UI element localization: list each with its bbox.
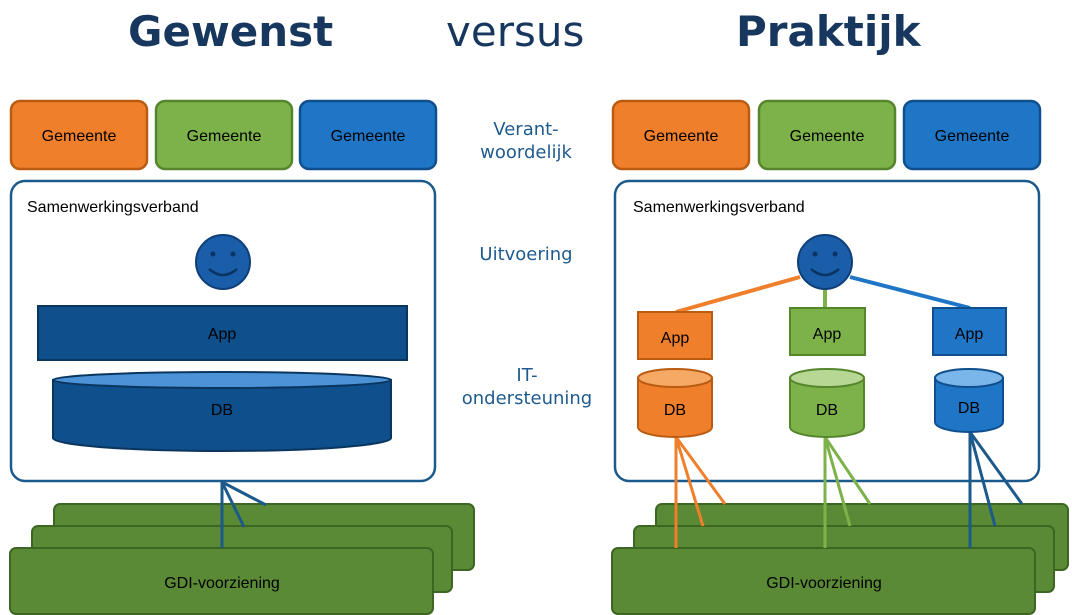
right-gemeente-blue[interactable] bbox=[902, 99, 1042, 171]
right-db-orange[interactable]: DB bbox=[637, 368, 713, 438]
left-smiley-user-icon bbox=[195, 234, 251, 290]
left-gemeente-blue[interactable] bbox=[298, 99, 438, 171]
right-db-orange-label: DB bbox=[664, 402, 686, 419]
left-gemeente-orange-label: Gemeente bbox=[42, 128, 117, 145]
label-verantwoordelijk: Verant- woordelijk bbox=[456, 118, 596, 164]
right-user-app-connectors bbox=[675, 275, 971, 314]
right-db-blue-label: DB bbox=[958, 400, 980, 417]
left-gdi-label: GDI-voorziening bbox=[164, 575, 280, 592]
right-app-orange-label: App bbox=[661, 330, 690, 347]
left-app-label: App bbox=[208, 326, 237, 343]
left-municipalities: Gemeente Gemeente Gemeente bbox=[9, 99, 438, 171]
label-it-ondersteuning: IT- ondersteuning bbox=[452, 364, 602, 410]
left-samenwerkingsverband-label: Samenwerkingsverband bbox=[27, 199, 199, 216]
right-gemeente-orange[interactable] bbox=[611, 99, 751, 171]
right-app-blue-label: App bbox=[955, 326, 984, 343]
blue-db-gdi-lines bbox=[968, 431, 1024, 548]
left-db-cylinder[interactable]: DB bbox=[52, 371, 392, 452]
green-db-gdi-lines bbox=[823, 436, 872, 548]
right-samenwerkingsverband-label: Samenwerkingsverband bbox=[633, 199, 805, 216]
left-gemeente-orange[interactable] bbox=[9, 99, 149, 171]
right-gemeente-green[interactable] bbox=[757, 99, 897, 171]
left-gdi-connectors bbox=[220, 480, 267, 548]
left-gemeente-green[interactable] bbox=[154, 99, 294, 171]
right-db-green[interactable]: DB bbox=[789, 368, 865, 438]
connector-user-app-orange bbox=[675, 275, 801, 314]
right-gemeente-blue-label: Gemeente bbox=[935, 128, 1010, 145]
right-app-orange[interactable] bbox=[637, 311, 713, 360]
title-versus: versus bbox=[446, 7, 585, 56]
label-verantwoordelijk-line1: Verant- bbox=[493, 119, 559, 140]
right-gdi-stack: GDI-voorziening bbox=[611, 503, 1069, 615]
right-gemeente-green-label: Gemeente bbox=[790, 128, 865, 145]
label-it-line1: IT- bbox=[516, 365, 538, 386]
label-uitvoering: Uitvoering bbox=[479, 244, 573, 265]
right-smiley-user-icon bbox=[797, 234, 853, 290]
connector-user-app-blue bbox=[849, 275, 971, 310]
left-gemeente-green-label: Gemeente bbox=[187, 128, 262, 145]
left-app-bar[interactable] bbox=[37, 305, 408, 361]
left-connector-a bbox=[221, 480, 267, 507]
right-db-green-label: DB bbox=[816, 402, 838, 419]
right-gemeente-orange-label: Gemeente bbox=[644, 128, 719, 145]
left-gemeente-blue-label: Gemeente bbox=[331, 128, 406, 145]
right-gdi-label: GDI-voorziening bbox=[766, 575, 882, 592]
label-verantwoordelijk-line2: woordelijk bbox=[480, 142, 572, 163]
title-gewenst: Gewenst bbox=[128, 7, 334, 56]
right-municipalities: Gemeente Gemeente Gemeente bbox=[611, 99, 1042, 171]
right-db-blue[interactable]: DB bbox=[934, 368, 1004, 433]
right-app-green[interactable] bbox=[789, 307, 866, 356]
left-connector-b bbox=[220, 481, 246, 528]
right-app-green-label: App bbox=[813, 326, 842, 343]
orange-db-gdi-lines bbox=[674, 436, 727, 548]
right-db-gdi-connectors bbox=[674, 431, 1024, 548]
title-praktijk: Praktijk bbox=[736, 7, 921, 56]
left-db-label: DB bbox=[211, 402, 233, 419]
right-app-blue[interactable] bbox=[932, 307, 1007, 356]
label-it-line2: ondersteuning bbox=[461, 388, 593, 409]
